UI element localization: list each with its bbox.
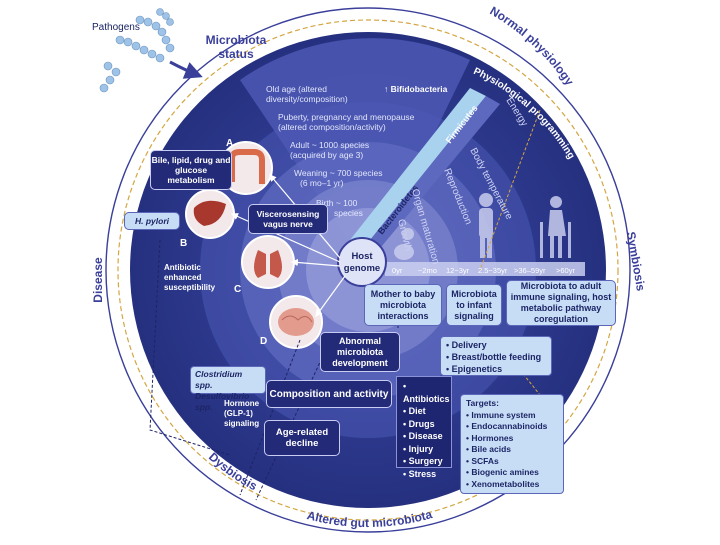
target-item: Xenometabolites [466, 479, 558, 491]
factor-item: Diet [403, 405, 449, 418]
colon-icon [219, 141, 273, 195]
symbiosis-label: Symbiosis [624, 231, 648, 293]
age-4: >36–59yr [514, 266, 546, 275]
age-axis-band [385, 262, 585, 276]
age-5: >60yr [556, 266, 575, 275]
factor-item: Injury [403, 443, 449, 456]
bifidobacteria-label: ↑ Bifidobacteria [384, 84, 448, 94]
age-axis: 0yr ~2mo 12~3yr 2.5~35yr >36–59yr >60yr [392, 266, 575, 275]
age-1: ~2mo [418, 266, 437, 275]
host-genome-line1: Host [351, 251, 373, 262]
age-0: 0yr [392, 266, 403, 275]
stage-birth-1: Birth ~ 100 [316, 198, 358, 208]
stage-puberty-1: Puberty, pregnancy and menopause [278, 112, 415, 122]
stage-adult-1: Adult ~ 1000 species [290, 140, 369, 150]
antibiotic-susceptibility-label: Antibiotic enhanced susceptibility [164, 263, 216, 292]
factor-item: Drugs [403, 418, 449, 431]
stage-old-age-2: diversity/composition) [266, 94, 348, 104]
pathogens-icon [99, 8, 175, 93]
adult-signaling-box: Microbiota to adult immune signaling, ho… [506, 280, 616, 326]
mother-baby-box: Mother to baby microbiota interactions [364, 284, 442, 326]
pathogens-label: Pathogens [92, 22, 140, 33]
age-related-decline-box: Age-related decline [264, 420, 340, 456]
stage-old-age-1: Old age (altered [266, 84, 327, 94]
target-item: Immune system [466, 410, 558, 422]
baby-icon [394, 228, 414, 260]
factor-item: Stress [403, 468, 449, 481]
organ-d-letter: D [260, 336, 267, 347]
abnormal-development-box: Abnormal microbiota development [320, 332, 400, 372]
factors-list: Antibiotics Diet Drugs Disease Injury Su… [396, 376, 452, 479]
hormone-signaling-label: Hormone (GLP-1) signaling [224, 399, 260, 428]
lungs-icon [241, 235, 295, 289]
svg-text:enhanced: enhanced [164, 273, 201, 282]
outer-cycle-ring [105, 7, 631, 533]
svg-text:susceptibility: susceptibility [164, 283, 216, 292]
targets-box: Targets: Immune system Endocannabinoids … [460, 394, 564, 494]
microbiota-status-line2: status [218, 47, 254, 61]
factor-item: Surgery [403, 455, 449, 468]
organ-letters: A B C D [180, 138, 267, 347]
brain-icon [269, 295, 323, 349]
svg-text:Antibiotic: Antibiotic [164, 263, 201, 272]
bile-metabolism-box: Bile, lipid, drug and glucose metabolism [150, 150, 232, 190]
organ-c-letter: C [234, 284, 241, 295]
composition-activity-box: Composition and activity [266, 380, 392, 408]
stage-adult-2: (acquired by age 3) [290, 150, 363, 160]
inner-cycle-ring [117, 19, 619, 521]
bacteroidetes-band [350, 88, 486, 250]
early-factors-list: Delivery Breast/bottle feeding Epigeneti… [440, 336, 552, 376]
pathogens-arrow [169, 60, 203, 79]
early-factor-item: Breast/bottle feeding [446, 351, 546, 363]
target-item: SCFAs [466, 456, 558, 468]
target-item: Biogenic amines [466, 467, 558, 479]
elderly-icon [540, 196, 571, 258]
clostridium-label: Clostridium spp. [195, 369, 243, 390]
altered-gut-label: Altered gut microbiota [305, 507, 434, 530]
host-genome-line2: genome [344, 263, 380, 274]
svg-text:(GLP-1): (GLP-1) [224, 409, 253, 418]
target-item: Endocannabinoids [466, 421, 558, 433]
organ-b-letter: B [180, 238, 187, 249]
desulfovibrio-label: Desulfovibrio spp. [195, 391, 250, 412]
target-item: Bile acids [466, 444, 558, 456]
svg-text:Hormone: Hormone [224, 399, 260, 408]
early-factor-item: Delivery [446, 339, 546, 351]
bacteria-species-box: Clostridium spp. Desulfovibrio spp. [190, 366, 266, 412]
host-genome-node [337, 237, 387, 287]
factor-item: Antibiotics [403, 380, 450, 405]
targets-title: Targets: [466, 398, 499, 408]
stage-weaning-2: (6 mo–1 yr) [300, 178, 344, 188]
firmicutes-band [362, 96, 500, 258]
vagus-nerve-box: Viscerosensing vagus nerve [248, 204, 328, 234]
infant-signaling-box: Microbiota to infant signaling [446, 284, 502, 326]
age-2: 12~3yr [446, 266, 470, 275]
liver-icon [185, 189, 235, 239]
microbiota-status-line1: Microbiota [206, 33, 267, 47]
svg-text:signaling: signaling [224, 419, 259, 428]
stage-puberty-2: (altered composition/activity) [278, 122, 386, 132]
age-3: 2.5~35yr [478, 266, 508, 275]
target-item: Hormones [466, 433, 558, 445]
early-factor-item: Epigenetics [446, 363, 546, 375]
stage-birth-2: species [334, 208, 363, 218]
h-pylori-box: H. pylori [124, 212, 180, 230]
stage-weaning-1: Weaning ~ 700 species [294, 168, 382, 178]
adult-icon [479, 193, 493, 258]
organ-a-letter: A [226, 138, 233, 149]
life-stage-labels: Old age (altered diversity/composition) … [266, 84, 415, 218]
factor-item: Disease [403, 430, 449, 443]
disease-label: Disease [91, 257, 105, 303]
